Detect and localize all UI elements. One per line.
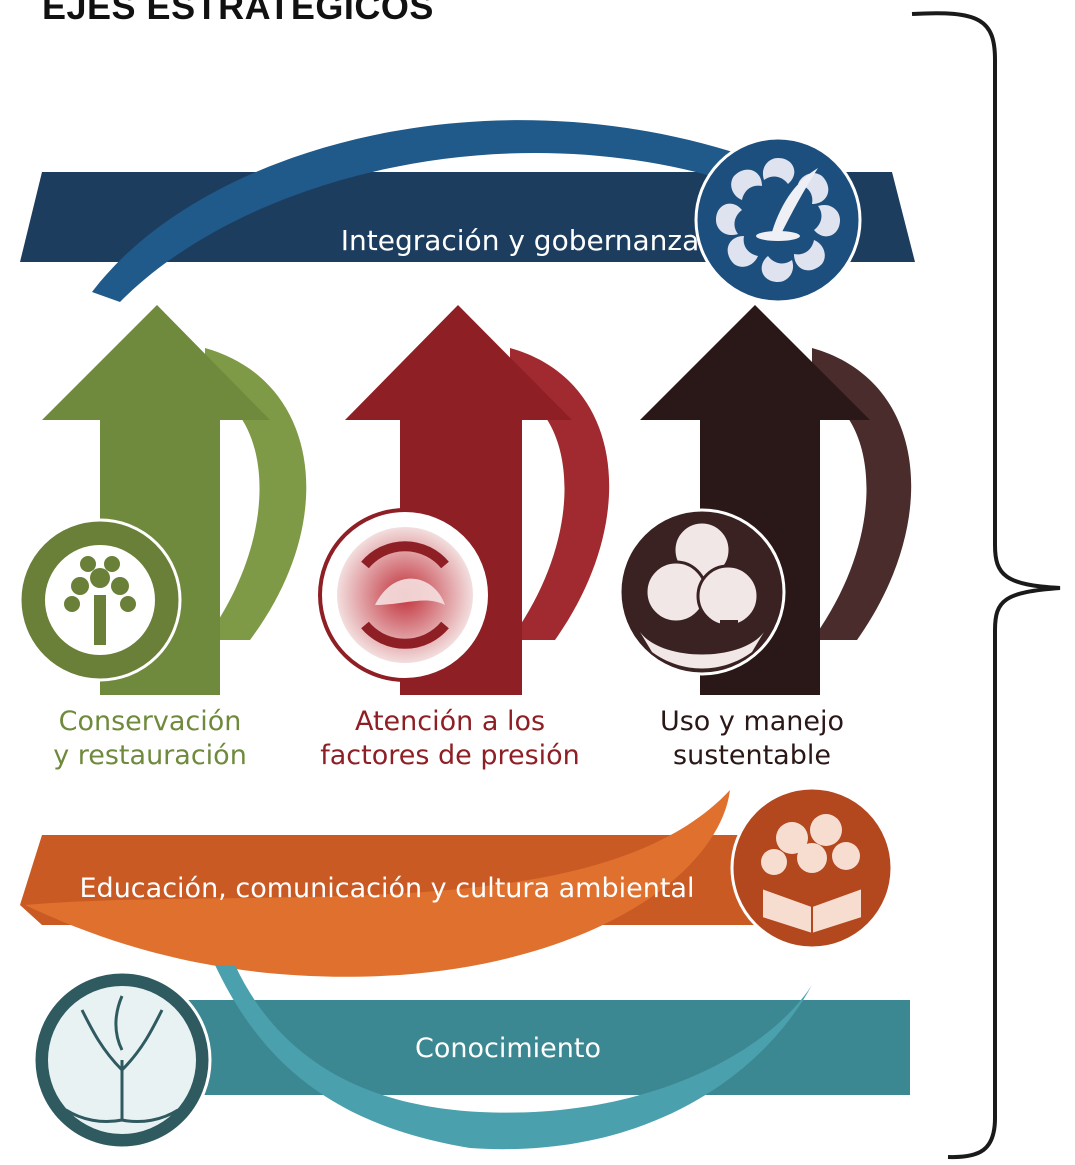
atencion-label-line2: factores de presión: [320, 740, 580, 771]
conservacion-swoosh: [205, 348, 307, 640]
uso-swoosh: [812, 348, 912, 640]
conservacion-label-line1: Conservación: [59, 706, 242, 737]
atencion-label-line1: Atención a los: [355, 706, 545, 737]
axis-conservacion: Conservación y restauración: [18, 305, 307, 771]
hands-camera-icon: [618, 508, 786, 676]
conocimiento-label: Conocimiento: [415, 1033, 601, 1064]
tree-icon: [18, 518, 182, 682]
uso-arrow: [640, 305, 870, 695]
tree-network-icon: [32, 970, 212, 1150]
uso-label-line1: Uso y manejo: [660, 706, 844, 737]
integracion-swoosh: [92, 120, 742, 302]
axis-uso: Uso y manejo sustentable: [618, 305, 912, 771]
right-brace: [911, 11, 1061, 1160]
conservacion-label-line2: y restauración: [53, 740, 247, 771]
swirl-people-feather-icon: [694, 136, 862, 304]
page-title: EJES ESTRATÉGICOS: [42, 0, 434, 27]
conocimiento-swoosh: [215, 965, 812, 1150]
integracion-label: Integración y gobernanza: [341, 224, 700, 257]
recycle-hand-icon: [318, 508, 492, 682]
conservacion-arrow: [42, 305, 270, 695]
uso-label-line2: sustentable: [673, 740, 831, 771]
axis-conocimiento: Conocimiento: [32, 965, 910, 1150]
atencion-swoosh: [510, 348, 610, 640]
axis-integracion: Integración y gobernanza: [20, 120, 915, 304]
axis-educacion: Educación, comunicación y cultura ambien…: [20, 786, 894, 977]
book-tree-icon: [730, 786, 894, 950]
educacion-label: Educación, comunicación y cultura ambien…: [80, 873, 695, 904]
axis-atencion: Atención a los factores de presión: [318, 305, 610, 771]
educacion-swoosh: [25, 790, 730, 977]
